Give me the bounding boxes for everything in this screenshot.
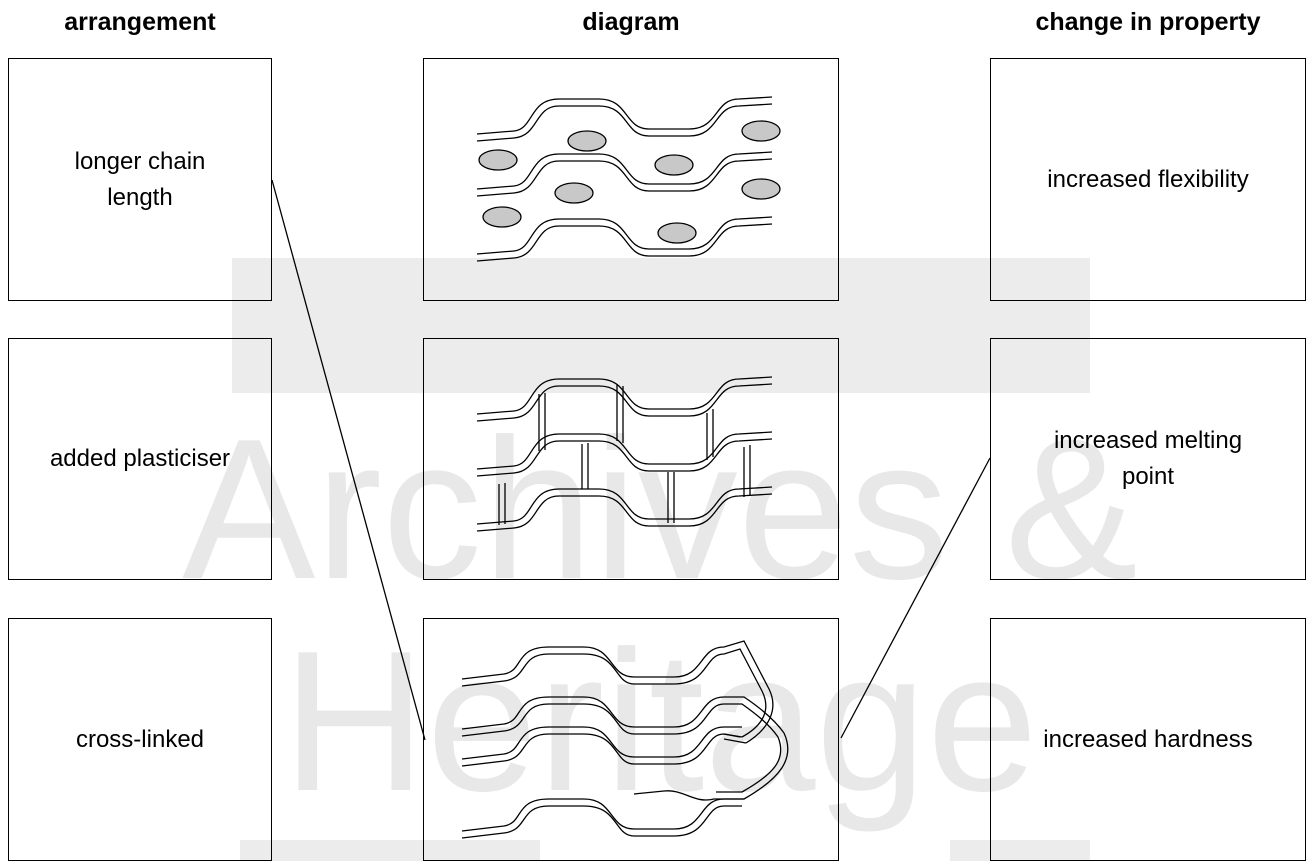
plasticiser-molecule — [741, 178, 781, 200]
cross-link — [616, 384, 624, 443]
arrangement-box-added-plasticiser[interactable]: added plasticiser — [8, 338, 272, 580]
property-label-line1: increased melting — [1053, 427, 1243, 454]
diagram-box-long-chains[interactable] — [423, 618, 839, 861]
arrangement-label-line2: length — [107, 183, 173, 211]
diagram-cross-linked — [476, 376, 773, 532]
property-label-line1: increased hardness — [1043, 725, 1253, 753]
arrangement-label-line1: added plasticiser — [49, 445, 231, 472]
property-box-increased-flexibility[interactable]: increased flexibility — [990, 58, 1306, 301]
cross-link — [581, 443, 589, 489]
cross-link — [498, 483, 506, 525]
arrangement-box-cross-linked[interactable]: cross-linked — [8, 618, 272, 861]
arrangement-label-line1: cross-linked — [75, 725, 205, 753]
cross-link — [706, 409, 714, 460]
property-label-line1: increased flexibility — [1047, 165, 1249, 193]
plasticiser-molecule — [554, 182, 594, 204]
property-label-line2: point — [1121, 463, 1175, 490]
plasticiser-molecule — [567, 130, 607, 152]
plasticiser-molecule — [741, 120, 781, 142]
diagram-plasticiser — [476, 96, 781, 262]
watermark-bar-bottom-right — [950, 840, 1090, 861]
property-box-increased-hardness[interactable]: increased hardness — [990, 618, 1306, 861]
diagram-long-chains — [461, 640, 789, 839]
plasticiser-molecule — [657, 222, 697, 244]
plasticiser-molecule — [482, 206, 522, 228]
diagram-box-plasticiser[interactable] — [423, 58, 839, 301]
arrangement-label-line1: longer chain — [74, 147, 206, 175]
arrangement-box-longer-chain-length[interactable]: longer chain length — [8, 58, 272, 301]
diagram-box-cross-linked[interactable] — [423, 338, 839, 580]
plasticiser-molecule — [478, 149, 518, 171]
heading-arrangement: arrangement — [64, 8, 216, 36]
cross-link — [743, 445, 751, 497]
plasticiser-molecule — [654, 154, 694, 176]
heading-diagram: diagram — [582, 8, 680, 36]
property-box-increased-melting-point[interactable]: increased melting point — [990, 338, 1306, 580]
watermark-bar-bottom-left — [240, 840, 540, 861]
cross-link — [538, 393, 546, 451]
heading-change-in-property: change in property — [1035, 8, 1261, 36]
cross-link — [667, 472, 675, 523]
